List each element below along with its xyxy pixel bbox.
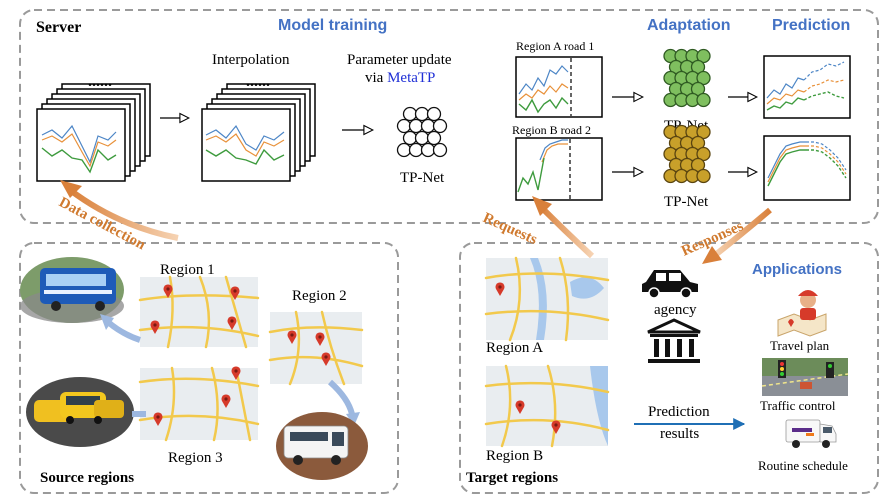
applications-heading: Applications (752, 261, 842, 278)
taxi-photo (26, 377, 134, 447)
data-collection-arrow (60, 180, 179, 241)
interpolation-label: Interpolation (212, 52, 290, 68)
map-pin-icon (227, 316, 237, 330)
prediction-results-line2: results (660, 426, 699, 442)
tpnet-network-icon (396, 106, 448, 158)
region-3-label: Region 3 (168, 450, 223, 466)
dots-stack-2: ...... (246, 73, 270, 90)
map-pin-icon (221, 394, 231, 408)
region-a-map (484, 256, 610, 342)
map-pin-icon (231, 366, 241, 380)
travel-plan-icon (777, 290, 827, 337)
map-pin-icon (515, 400, 525, 414)
network-node (696, 92, 711, 108)
arrowhead (100, 314, 114, 330)
map-pin-icon (495, 282, 505, 296)
map-pin-icon (321, 352, 331, 366)
requests-arrow (532, 196, 595, 259)
map-pin-icon (150, 320, 160, 334)
region-a-label: Region A (486, 340, 543, 356)
arrowhead (346, 412, 360, 426)
raw-data-stack (36, 83, 151, 182)
region-b-road-chart (515, 137, 603, 201)
routine-schedule-label: Routine schedule (758, 458, 848, 473)
network-node (696, 168, 711, 184)
region-2-map (268, 310, 364, 386)
tpnet-adapted-a-icon (663, 48, 711, 108)
bank-icon (647, 318, 701, 363)
region-1-label: Region 1 (160, 262, 215, 278)
source-regions-title: Source regions (40, 470, 134, 486)
agency-label: agency (654, 302, 697, 318)
traffic-control-label: Traffic control (760, 398, 836, 413)
adaptation-heading: Adaptation (647, 17, 731, 34)
region-a-road-label: Region A road 1 (516, 39, 594, 53)
tpnet-b-label: TP-Net (664, 194, 709, 210)
via-metatp-label: via MetaTP (365, 70, 435, 86)
region-b-label: Region B (486, 448, 543, 464)
region-1-map (138, 275, 260, 349)
metatp-label: MetaTP (387, 70, 435, 86)
bus-photo (20, 257, 124, 323)
target-regions-title: Target regions (466, 470, 558, 486)
arrow-region2-to-shuttle (327, 379, 355, 415)
arrow-region1-to-bus (106, 319, 141, 343)
network-node (396, 118, 412, 134)
network-node (402, 130, 418, 146)
map-pin-icon (287, 330, 297, 344)
network-node (420, 142, 436, 158)
prediction-chart-b (763, 135, 851, 201)
network-node (420, 118, 436, 134)
network-node (432, 142, 448, 158)
region-a-road-chart (515, 56, 603, 118)
shuttle-photo (276, 412, 368, 480)
region-3-map (138, 366, 260, 442)
region-b-map (484, 364, 610, 448)
network-node (426, 130, 442, 146)
source-regions-panel (19, 242, 399, 494)
map-pin-icon (551, 420, 561, 434)
region-2-label: Region 2 (292, 288, 347, 304)
responses-arrow (702, 207, 772, 264)
model-training-heading: Model training (278, 17, 387, 34)
network-node (408, 142, 424, 158)
map-pin-icon (315, 332, 325, 346)
prediction-results-line1: Prediction (648, 404, 710, 420)
network-node (402, 106, 418, 122)
dots-stack-1: ...... (88, 73, 112, 90)
travel-plan-label: Travel plan (770, 338, 830, 353)
map-pin-icon (230, 286, 240, 300)
network-node (426, 106, 442, 122)
server-panel (19, 9, 879, 224)
network-node (414, 106, 430, 122)
prediction-heading: Prediction (772, 17, 850, 34)
network-node (414, 130, 430, 146)
tpnet-adapted-b-icon (663, 124, 711, 184)
target-regions-panel (459, 242, 879, 494)
network-node (396, 142, 412, 158)
delivery-van-icon (785, 419, 837, 448)
network-node (408, 118, 424, 134)
parameter-update-label: Parameter update (347, 52, 452, 68)
server-title: Server (36, 19, 81, 36)
region-b-road-label: Region B road 2 (512, 123, 591, 137)
tpnet-center-label: TP-Net (400, 170, 445, 186)
interpolated-data-stack (201, 83, 316, 182)
map-pin-icon (163, 284, 173, 298)
traffic-light-icon (761, 358, 849, 396)
network-node (432, 118, 448, 134)
map-pin-icon (153, 412, 163, 426)
prediction-chart-a (763, 55, 851, 119)
car-icon (642, 270, 698, 299)
